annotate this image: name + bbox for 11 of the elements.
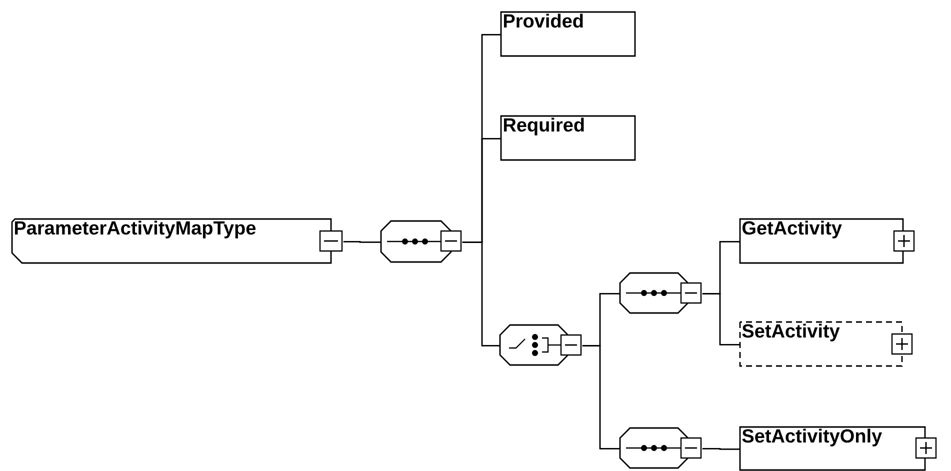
- connector-line: [702, 293, 740, 346]
- element-box: GetActivity: [739, 218, 904, 264]
- element-box: SetActivity: [739, 321, 903, 367]
- connector-line: [462, 242, 500, 346]
- element-box: Provided: [500, 11, 636, 57]
- connector-line: [702, 448, 740, 450]
- connector-line: [343, 241, 381, 243]
- element-box: ParameterActivityMapType: [11, 218, 332, 264]
- connector-line: [582, 345, 620, 450]
- element-box: Required: [500, 115, 636, 161]
- element-box: SetActivityOnly: [739, 426, 926, 471]
